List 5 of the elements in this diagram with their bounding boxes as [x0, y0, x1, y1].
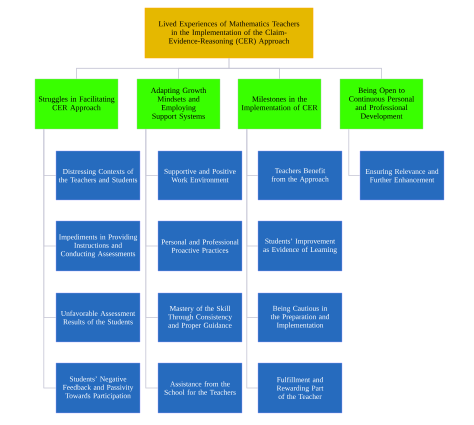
- connector-line: [246, 128, 258, 388]
- connector-line: [43, 128, 56, 388]
- connector-line: [348, 128, 360, 176]
- connector-line: [145, 128, 158, 388]
- connector-line: [228, 58, 382, 80]
